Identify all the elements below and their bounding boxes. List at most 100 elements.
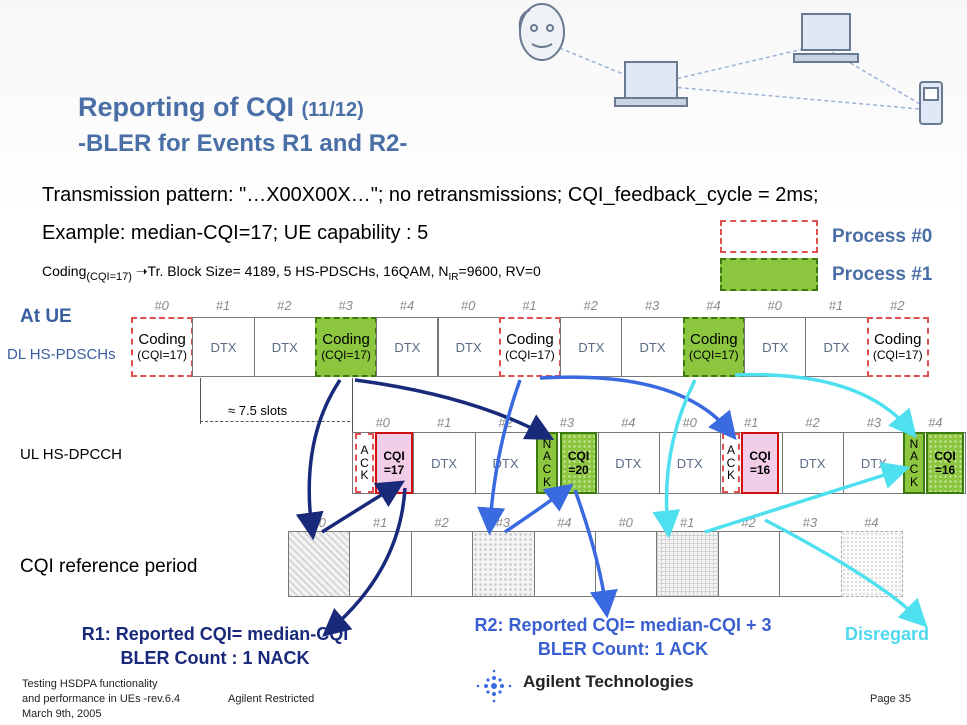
- dl-cell-text: DTX: [271, 339, 298, 355]
- legend-process0-swatch: [720, 220, 818, 253]
- ref-slot-cell: [288, 531, 351, 597]
- ul-slot-divider: [413, 432, 415, 494]
- ref-slot-cell: [656, 531, 719, 597]
- slots-span-line: [200, 421, 350, 422]
- ul-dtx-text: DTX: [492, 455, 519, 471]
- ref-slot-index: #1: [372, 515, 388, 530]
- ul-slot-index: #4: [621, 415, 636, 430]
- dl-slot-index: #4: [399, 298, 415, 313]
- ul-ack-process0-text: A C K: [360, 443, 369, 483]
- footer-line2: and performance in UEs -rev.6.4: [22, 693, 181, 705]
- dl-cell-text: DTX: [394, 339, 421, 355]
- nir-subscript: IR: [448, 271, 459, 283]
- ref-slot-index: #0: [618, 515, 633, 530]
- ref-slot-index: #3: [802, 515, 818, 530]
- ul-cqi-process0: CQI=17: [375, 432, 413, 494]
- coding-rest: Tr. Block Size= 4189, 5 HS-PDSCHs, 16QAM…: [147, 263, 449, 279]
- ref-slot-index: #4: [864, 515, 879, 530]
- dl-dtx-cell: DTX: [253, 317, 316, 377]
- ul-ack-process0: A C K: [355, 433, 374, 493]
- dl-slot-index: #2: [277, 298, 292, 313]
- ul-slot-index: #3: [866, 415, 882, 430]
- ref-slot-cell: [349, 531, 412, 597]
- cqi-label: CQI: [567, 448, 590, 463]
- ul-slot-index: #4: [928, 415, 943, 430]
- dl-cell-text: DTX: [639, 339, 666, 355]
- ul-dtx-text: DTX: [615, 455, 642, 471]
- dl-coding-process0: Coding(CQI=17): [131, 317, 194, 377]
- ref-slot-index: #3: [495, 515, 511, 530]
- dl-cell-text: Coding: [873, 331, 922, 349]
- dl-cell-text: Coding: [690, 331, 738, 349]
- dl-slot-index: #3: [644, 298, 660, 313]
- ul-slot-divider: [659, 432, 660, 494]
- cqi-value: =16: [749, 463, 771, 477]
- ref-slot-cell: [533, 531, 596, 597]
- dl-coding-process0: Coding(CQI=17): [498, 317, 562, 377]
- ref-slot-cell: [410, 531, 474, 597]
- ul-slot-divider: [474, 432, 476, 494]
- coding-prefix: Coding: [42, 263, 87, 279]
- footer-line1: Testing HSDPA functionality: [22, 678, 158, 690]
- dl-dtx-cell: DTX: [437, 317, 500, 377]
- slots-right-tick: [352, 378, 353, 438]
- legend-process1-label: Process #1: [832, 264, 933, 285]
- network-illustration: [518, 3, 943, 125]
- dl-slot-index: #0: [460, 298, 476, 313]
- ul-cqi-process0: CQI=16: [741, 432, 779, 494]
- person-icon: [518, 3, 565, 61]
- coding-text: Coding(CQI=17) ➝Tr. Block Size= 4189, 5 …: [42, 263, 541, 283]
- dl-slot-index: #2: [890, 298, 905, 313]
- coding-tail: =9600, RV=0: [458, 263, 541, 279]
- dl-dtx-cell: DTX: [744, 317, 807, 377]
- dl-cell-text: Coding: [138, 331, 186, 349]
- dl-slot-index: #0: [154, 298, 169, 313]
- cqi-label: CQI: [749, 448, 771, 463]
- title-text: Reporting of CQI: [78, 92, 294, 122]
- dl-cell-text: DTX: [578, 339, 605, 355]
- company-name: Agilent Technologies: [523, 672, 694, 691]
- ref-slot-cell: [840, 531, 903, 597]
- ul-slot-index: #0: [682, 415, 697, 430]
- dl-cell-text: DTX: [762, 339, 789, 355]
- ref-slot-index: #1: [679, 515, 695, 530]
- ul-nack-process1-text: N A C K: [909, 436, 919, 489]
- arrow-icon: ➝: [135, 263, 148, 279]
- r2-line1: R2: Reported CQI= median-CQI + 3: [474, 615, 772, 635]
- ul-dtx-cell: DTX: [782, 432, 843, 494]
- dl-slot-index: #1: [828, 298, 844, 313]
- dl-dtx-cell: DTX: [376, 317, 439, 377]
- dl-coding-process1: Coding(CQI=17): [682, 317, 745, 377]
- ul-nack-process1: N A C K: [903, 432, 925, 494]
- page-subtitle: -BLER for Events R1 and R2-: [78, 130, 408, 157]
- cqi-value: =20: [568, 463, 589, 477]
- ul-slot-divider: [781, 432, 783, 494]
- dl-slot-index: #3: [338, 298, 353, 313]
- ul-slot-index: #2: [805, 415, 820, 430]
- computer-icon: [793, 13, 859, 63]
- ref-slot-index: #2: [741, 515, 756, 530]
- ul-slot-index: #3: [559, 415, 575, 430]
- dl-coding-process1: Coding(CQI=17): [314, 317, 378, 377]
- legend-process1-swatch: [720, 258, 818, 291]
- dl-dtx-cell: DTX: [621, 317, 684, 377]
- ul-dtx-text: DTX: [676, 455, 703, 471]
- mobile-phone-icon: [919, 81, 943, 125]
- slots-left-tick: [200, 378, 201, 424]
- transmission-pattern-text: Transmission pattern: "…X00X00X…"; no re…: [42, 184, 819, 206]
- dl-cell-text: Coding: [506, 331, 554, 349]
- ref-slot-cell: [717, 531, 781, 597]
- ref-row-label: CQI reference period: [20, 556, 198, 577]
- footer-restricted: Agilent Restricted: [228, 693, 315, 705]
- ul-dtx-cell: DTX: [659, 432, 720, 494]
- footer-line3: March 9th, 2005: [22, 708, 102, 720]
- agilent-spark-logo: [476, 669, 512, 703]
- legend-process0-label: Process #0: [832, 226, 933, 247]
- dl-cell-text: DTX: [210, 339, 237, 355]
- ul-slot-divider: [843, 432, 845, 494]
- dl-dtx-cell: DTX: [805, 317, 868, 377]
- laptop-icon: [614, 61, 688, 107]
- ul-dtx-text: DTX: [860, 455, 887, 471]
- dl-cell-text: Coding: [322, 331, 370, 349]
- example-text: Example: median-CQI=17; UE capability : …: [42, 222, 429, 244]
